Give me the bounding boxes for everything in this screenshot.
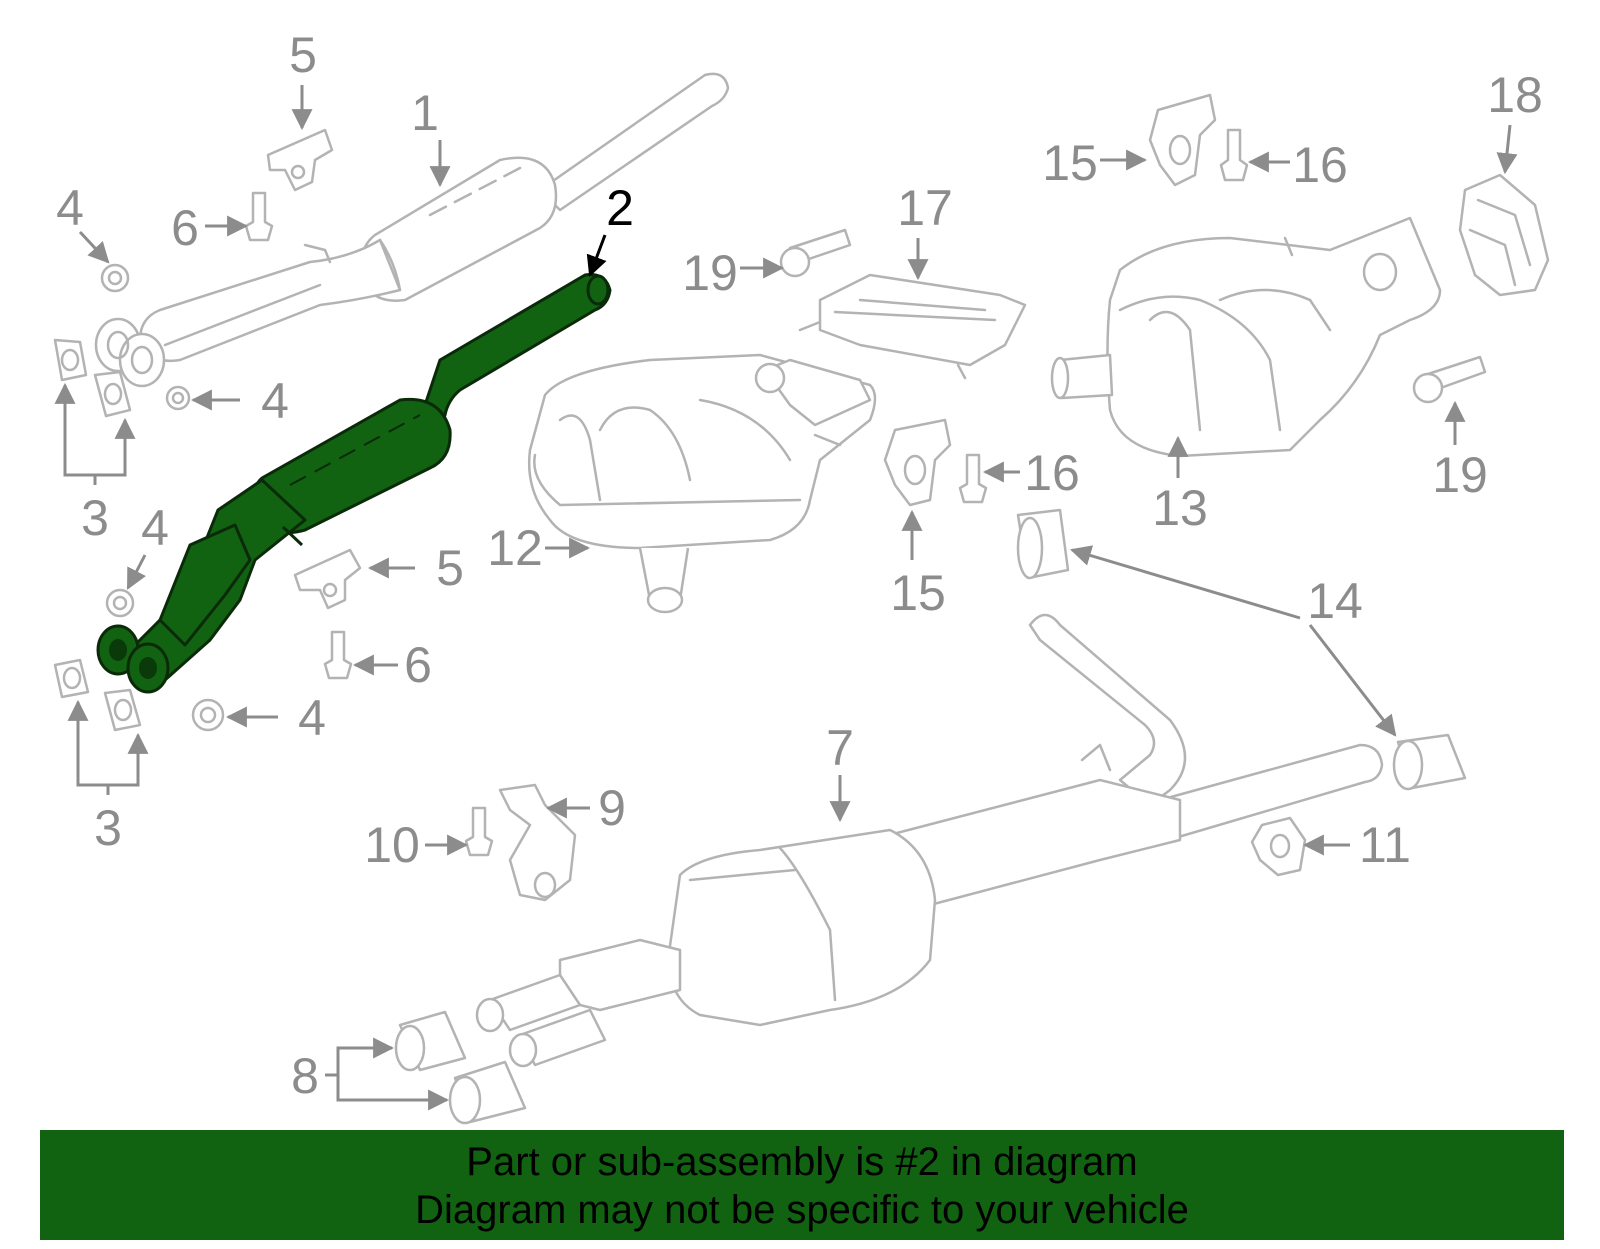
callout-4-c: 4 <box>141 500 169 556</box>
callout-8: 8 <box>291 1048 319 1104</box>
callout-15-a: 15 <box>1042 135 1098 191</box>
callout-4-b: 4 <box>261 373 289 429</box>
callout-14: 14 <box>1307 573 1363 629</box>
callout-6-b: 6 <box>404 637 432 693</box>
callout-16-b: 16 <box>1024 445 1080 501</box>
part-14-clamps <box>1016 508 1467 791</box>
part-12-center-muffler <box>528 353 877 614</box>
callout-4-a: 4 <box>56 180 84 236</box>
callout-18: 18 <box>1487 67 1543 123</box>
callout-5-a: 5 <box>289 27 317 83</box>
hangers-bolts-right <box>779 93 1487 507</box>
callout-7: 7 <box>826 720 854 776</box>
callout-10: 10 <box>364 817 420 873</box>
callouts: 1 2 3 3 4 4 4 4 5 5 6 6 7 8 <box>54 27 1543 1111</box>
callout-3-top: 3 <box>81 490 109 546</box>
part-1-front-pipe <box>94 72 730 388</box>
gaskets-and-nuts <box>53 128 362 732</box>
callout-19-b: 19 <box>1432 447 1488 503</box>
callout-13: 13 <box>1152 480 1208 536</box>
part-7-rear-pipe-muffler <box>475 613 1384 1068</box>
callout-5-b: 5 <box>436 540 464 596</box>
callout-6-a: 6 <box>171 200 199 256</box>
callout-2: 2 <box>606 180 634 236</box>
callout-15-b: 15 <box>890 565 946 621</box>
callout-16-a: 16 <box>1292 137 1348 193</box>
callout-9: 9 <box>598 780 626 836</box>
callout-11: 11 <box>1359 817 1411 873</box>
banner-line-1: Part or sub-assembly is #2 in diagram <box>466 1140 1138 1184</box>
part-18-heat-shield <box>1458 173 1550 297</box>
callout-1: 1 <box>411 85 439 141</box>
callout-3-bottom: 3 <box>94 800 122 856</box>
part-17-heat-shield <box>798 273 1027 380</box>
banner-line-2: Diagram may not be specific to your vehi… <box>415 1188 1189 1232</box>
callout-17: 17 <box>897 180 953 236</box>
callout-19-a: 19 <box>682 245 738 301</box>
callout-12: 12 <box>487 520 543 576</box>
info-banner: Part or sub-assembly is #2 in diagram Di… <box>40 1130 1564 1240</box>
part-13-rear-muffler <box>1050 216 1442 458</box>
part-2-front-pipe-highlighted <box>96 273 612 694</box>
callout-4-d: 4 <box>298 690 326 746</box>
parts-8-9-10-11 <box>394 783 1307 1125</box>
